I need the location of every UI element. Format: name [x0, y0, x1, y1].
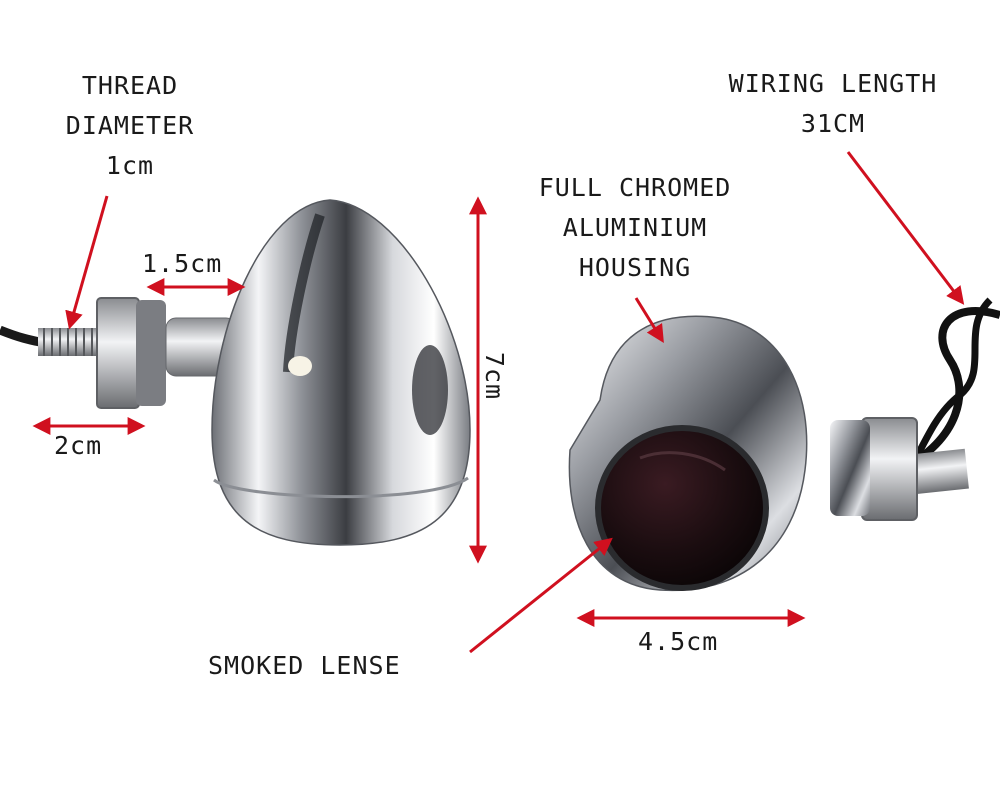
wiring-length-value: 31CM	[800, 109, 866, 138]
left-chrome-housing	[211, 199, 471, 546]
wiring-length-line1: WIRING LENGTH	[728, 69, 938, 98]
left-wire	[0, 325, 41, 347]
thread-diameter-line2: DIAMETER	[65, 111, 195, 140]
bolt-length-label: 1.5cm	[142, 249, 223, 278]
lens-diameter-label: 4.5cm	[638, 627, 719, 656]
right-indicator-lamp	[568, 297, 1000, 592]
thread-diameter-label: THREAD DIAMETER 1cm	[40, 66, 220, 186]
housing-line3: HOUSING	[578, 253, 692, 282]
housing-label: FULL CHROMED ALUMINIUM HOUSING	[500, 168, 770, 288]
thread-diameter-line1: THREAD	[81, 71, 179, 100]
left-washer	[136, 300, 166, 406]
right-hex-nut	[861, 417, 918, 521]
left-hex-nut	[96, 297, 140, 409]
housing-line1: FULL CHROMED	[538, 173, 732, 202]
right-threaded-bolt	[903, 448, 969, 496]
height-label: 7cm	[480, 351, 510, 401]
wiring-length-arrow	[846, 151, 965, 305]
lens-arrow	[469, 537, 613, 654]
right-wire	[898, 307, 1000, 474]
housing-line2: ALUMINIUM	[562, 213, 708, 242]
housing-arrow	[634, 297, 664, 344]
thread-diameter-arrow	[65, 195, 109, 330]
thread-diameter-value: 1cm	[105, 151, 155, 180]
nut-width-label: 2cm	[54, 431, 103, 460]
smoked-lens-label: SMOKED LENSE	[208, 651, 401, 680]
wiring-length-label: WIRING LENGTH 31CM	[688, 64, 978, 144]
left-indicator-lamp	[0, 199, 471, 546]
right-stem	[830, 420, 870, 516]
